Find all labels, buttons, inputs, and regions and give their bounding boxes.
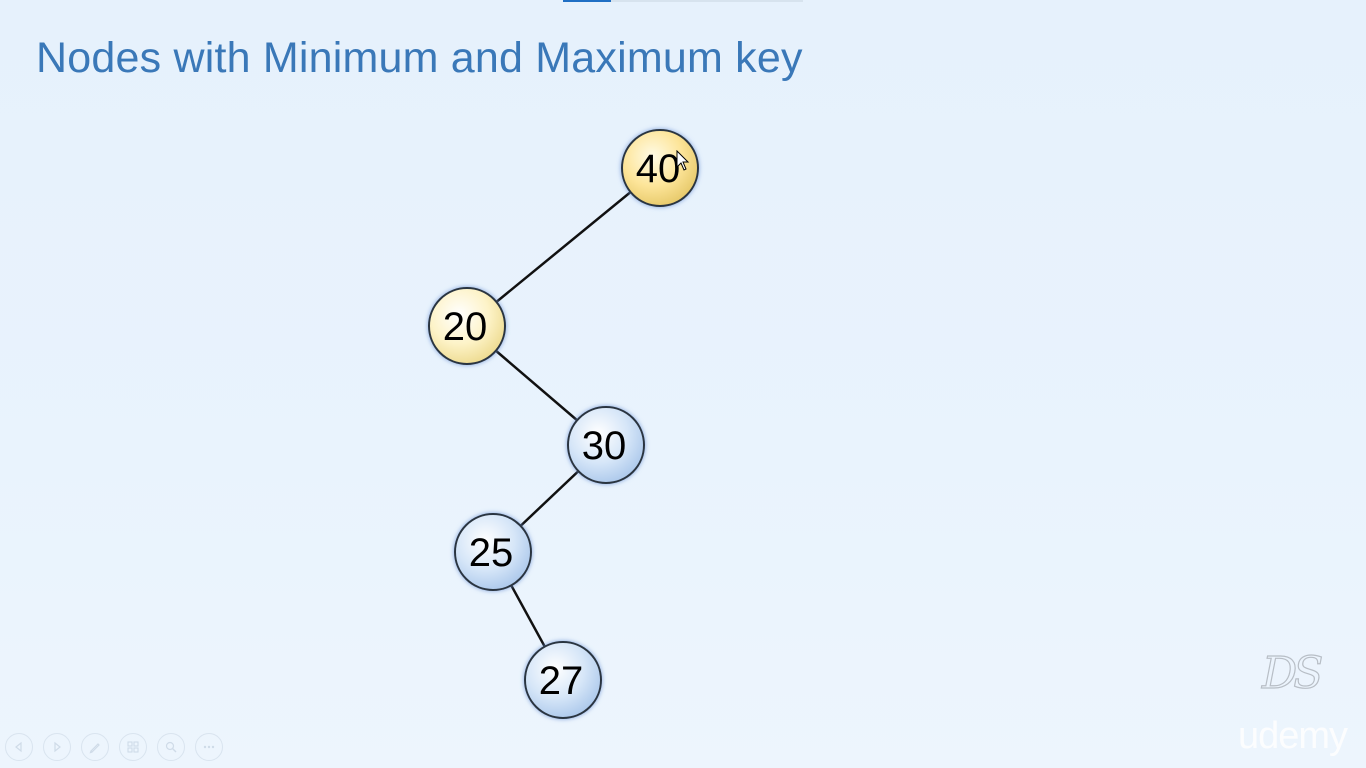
slides-icon	[127, 741, 139, 753]
triangle-right-icon	[54, 741, 61, 753]
tree-node: 20	[428, 287, 506, 365]
tree-node-label: 27	[539, 659, 584, 703]
tree-node: 30	[567, 406, 645, 484]
tree-node-circle	[428, 287, 506, 365]
tree-node-label: 30	[582, 424, 627, 468]
mouse-cursor-icon	[676, 150, 690, 171]
see-all-slides-button[interactable]	[119, 733, 147, 761]
player-controls	[5, 733, 223, 761]
tree-node-label: 40	[636, 147, 681, 191]
tree-node-circle	[454, 513, 532, 591]
slide-title: Nodes with Minimum and Maximum key	[36, 34, 803, 82]
next-slide-button[interactable]	[43, 733, 71, 761]
triangle-left-icon	[15, 741, 22, 753]
ds-monogram-logo: DS	[1261, 647, 1324, 699]
slide-progress-fill	[563, 0, 611, 2]
more-options-button[interactable]	[195, 733, 223, 761]
tree-node-circle	[524, 641, 602, 719]
udemy-watermark: udemy	[1238, 715, 1348, 757]
pen-tool-button[interactable]	[81, 733, 109, 761]
tree-node: 40	[621, 129, 699, 207]
tree-edge	[466, 167, 661, 327]
more-icon	[203, 745, 215, 749]
tree-node-circle	[567, 406, 645, 484]
tree-node-circle	[621, 129, 699, 207]
tree-node-label: 20	[443, 305, 488, 349]
tree-node-label: 25	[469, 531, 514, 575]
tree-node: 27	[524, 641, 602, 719]
slide-progress-track	[563, 0, 803, 2]
tree-node: 25	[454, 513, 532, 591]
zoom-icon	[165, 741, 177, 753]
previous-slide-button[interactable]	[5, 733, 33, 761]
pen-icon	[89, 743, 100, 754]
tree-nodes: 40 20 30 25 27	[428, 129, 699, 719]
zoom-button[interactable]	[157, 733, 185, 761]
